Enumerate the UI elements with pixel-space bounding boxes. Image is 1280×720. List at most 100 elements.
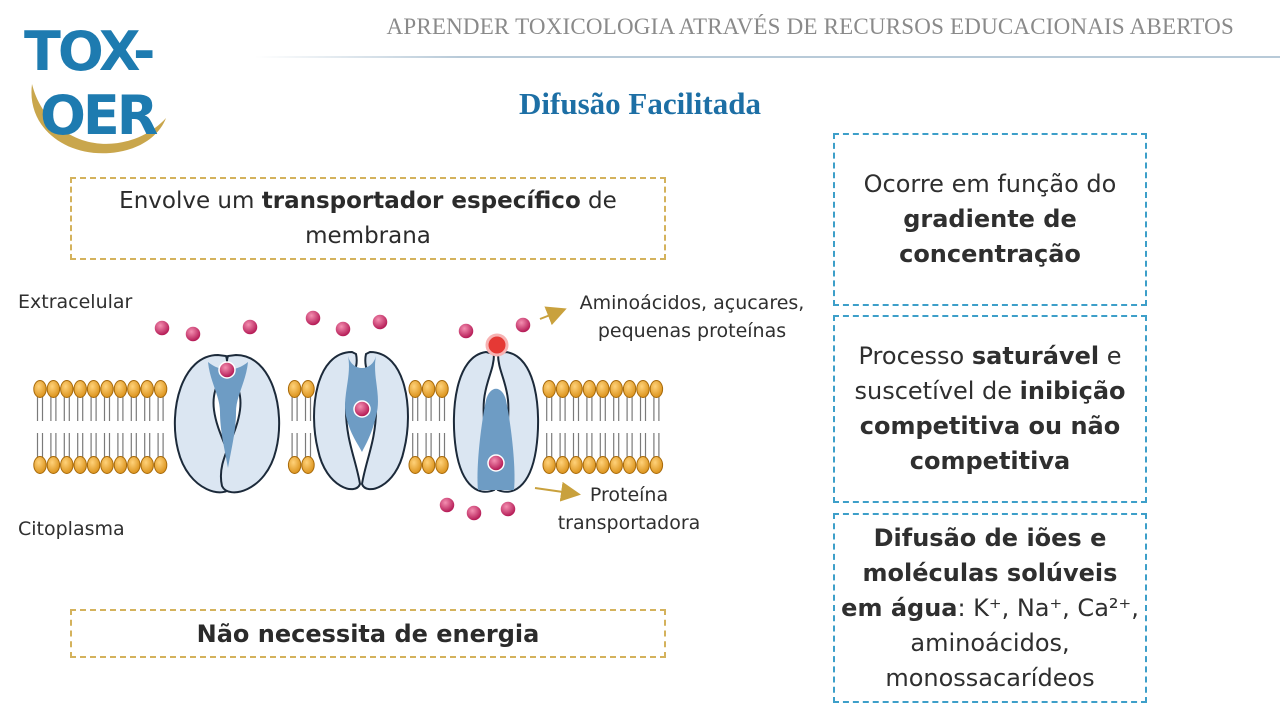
lipid-head: [287, 456, 302, 474]
transporter-box: Envolve um transportador específico de m…: [70, 177, 666, 260]
lipid-head: [153, 456, 168, 474]
logo-text-tox: TOX-: [24, 20, 153, 83]
lipid-head: [287, 380, 302, 398]
lipid-head: [113, 380, 128, 398]
lipid-head: [127, 380, 141, 398]
saturable-text-bold1: saturável: [971, 342, 1100, 370]
transporter-text-bold: transportador específico: [261, 187, 581, 214]
transporter-text-pre: Envolve um: [119, 187, 262, 214]
header-rule: [255, 56, 1280, 58]
lipid-head: [542, 456, 556, 474]
transporter-protein-3: [452, 350, 540, 493]
lipid-head: [649, 456, 664, 474]
lipid-head: [127, 456, 141, 474]
lipid-head: [113, 456, 128, 474]
transporter-protein-1: [173, 353, 281, 494]
gradient-text-pre: Ocorre em função do: [863, 170, 1117, 198]
molecule: [184, 325, 202, 343]
lipid-head: [435, 380, 449, 398]
molecule: [371, 313, 389, 331]
lipid-head: [582, 456, 597, 474]
lipid-head: [60, 380, 74, 398]
lipid-head: [555, 380, 570, 398]
molecule: [457, 322, 475, 340]
saturable-box: Processo saturável e suscetível de inibi…: [833, 315, 1147, 503]
lipid-head: [86, 380, 101, 398]
binding-molecule: [485, 333, 509, 357]
molecules: [153, 309, 532, 522]
solutes-text-bold: Difusão de iões e moléculas solúveis em …: [841, 523, 1118, 622]
molecule: [241, 318, 259, 336]
saturable-text-pre: Processo: [858, 342, 972, 370]
lipid-head: [636, 456, 650, 474]
lipid-head: [301, 380, 315, 398]
gradient-box: Ocorre em função do gradiente de concent…: [833, 133, 1147, 306]
cytoplasm-label: Citoplasma: [18, 518, 125, 540]
transporter-protein-2: [313, 350, 409, 491]
lipid-head: [542, 380, 556, 398]
saturable-text-mid: e suscetível de: [854, 342, 1122, 405]
protein-label-line2: transportadora: [557, 512, 701, 534]
lipid-head: [73, 380, 87, 398]
lipid-head: [596, 380, 610, 398]
lipid-head: [86, 456, 101, 474]
transporter-text-post: de membrana: [305, 187, 617, 249]
lipid-head: [140, 456, 154, 474]
protein-label-line1: Proteína: [589, 484, 669, 506]
lipid-head: [555, 456, 570, 474]
lipid-head: [609, 456, 623, 474]
lipid-head: [421, 456, 436, 474]
molecule: [153, 319, 171, 337]
lipid-head: [100, 380, 114, 398]
molecule: [334, 320, 352, 338]
lipid-head: [46, 380, 61, 398]
lipid-head: [636, 380, 650, 398]
lipid-head: [609, 380, 623, 398]
lipid-head: [649, 380, 664, 398]
lipid-head: [622, 456, 637, 474]
tox-oer-logo: TOX- OER: [24, 20, 166, 154]
extracellular-label: Extracelular: [18, 291, 133, 313]
energy-text: Não necessita de energia: [196, 619, 540, 648]
lipid-head: [73, 456, 87, 474]
lipid-head: [622, 380, 637, 398]
molecule: [487, 454, 505, 472]
molecule: [353, 400, 371, 418]
lipid-bilayer: [33, 380, 664, 474]
slide-title: Difusão Facilitada: [519, 86, 761, 121]
lipid-head: [569, 380, 583, 398]
lipid-head: [408, 380, 422, 398]
lipid-head: [46, 456, 61, 474]
molecule: [438, 496, 456, 514]
lipid-head: [100, 456, 114, 474]
lipid-head: [569, 456, 583, 474]
substrates-label-line2: pequenas proteínas: [597, 320, 787, 342]
lipid-head: [435, 456, 449, 474]
lipid-head: [33, 456, 47, 474]
lipid-head: [596, 456, 610, 474]
molecule: [465, 504, 483, 522]
lipid-head: [153, 380, 168, 398]
membrane-diagram: [33, 306, 664, 522]
solutes-text-post: : K⁺, Na⁺, Ca²⁺, aminoácidos, monossacar…: [885, 593, 1139, 692]
header-text: APRENDER TOXICOLOGIA ATRAVÉS DE RECURSOS…: [386, 14, 1234, 39]
lipid-head: [408, 456, 422, 474]
energy-box: Não necessita de energia: [70, 609, 666, 658]
molecule: [218, 361, 236, 379]
lipid-head: [33, 380, 47, 398]
protein-label: Proteína transportadora: [548, 484, 710, 534]
molecule: [304, 309, 322, 327]
saturable-text-bold2: inibição competitiva ou não competitiva: [859, 377, 1126, 475]
lipid-head: [421, 380, 436, 398]
lipid-head: [301, 456, 315, 474]
logo-text-oer: OER: [40, 84, 158, 147]
lipid-head: [140, 380, 154, 398]
molecule: [514, 316, 532, 334]
molecule: [499, 500, 517, 518]
substrates-label: Aminoácidos, açucares, pequenas proteína…: [570, 292, 814, 342]
lipid-head: [60, 456, 74, 474]
gradient-text-bold: gradiente de concentração: [899, 205, 1081, 268]
solutes-box: Difusão de iões e moléculas solúveis em …: [833, 513, 1147, 703]
substrates-label-line1: Aminoácidos, açucares,: [579, 292, 805, 314]
lipid-head: [582, 380, 597, 398]
